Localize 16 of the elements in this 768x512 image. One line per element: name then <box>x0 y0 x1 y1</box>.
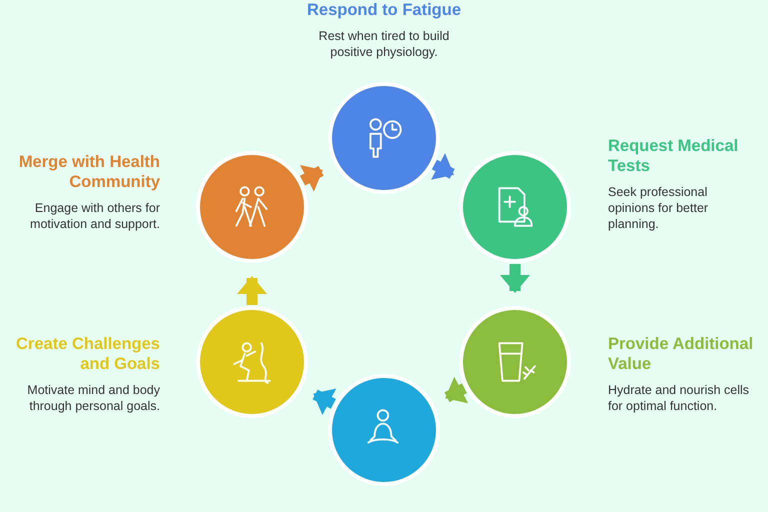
step-description: Hydrate and nourish cells for optimal function. <box>608 382 750 414</box>
step-heading: Request Medical Tests <box>608 136 740 176</box>
step-heading: Create Challenges and Goals <box>15 334 160 374</box>
arrow <box>300 165 324 192</box>
arrow <box>500 264 530 293</box>
arrow <box>444 376 468 404</box>
step-description: Engage with others for motivation and support. <box>29 200 160 232</box>
step-heading: Respond to Fatigue <box>306 0 462 20</box>
arrow <box>237 276 267 305</box>
step-description: Rest when tired to build positive physiology. <box>318 28 450 60</box>
step-description: Motivate mind and body through personal goals. <box>26 382 160 414</box>
step-heading: Merge with Health Community <box>18 152 160 192</box>
arrow <box>431 153 455 180</box>
step-heading: Provide Additional Value <box>608 334 754 374</box>
step-description: Seek professional opinions for better planning. <box>608 184 710 232</box>
arrow <box>312 388 336 416</box>
